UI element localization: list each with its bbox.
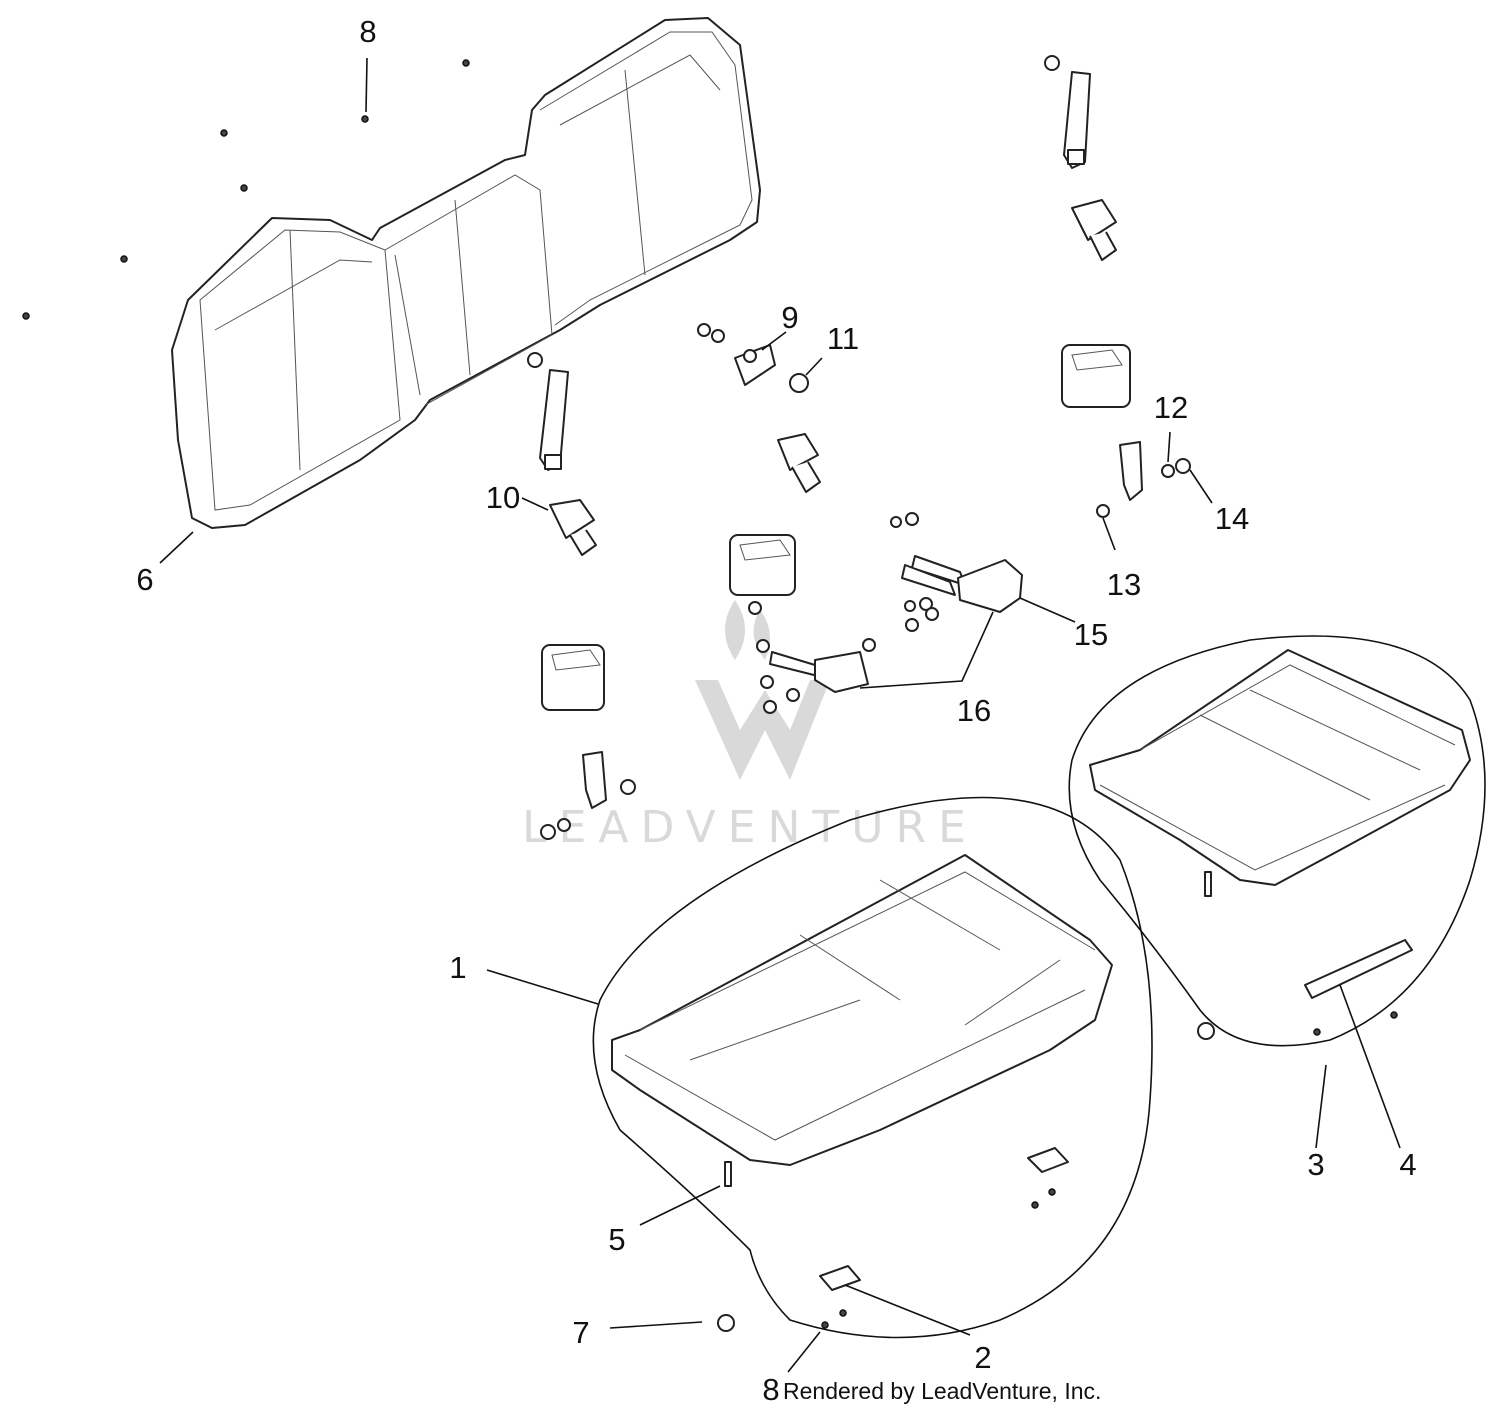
- seatbelt-retractor-right: [1044, 55, 1091, 169]
- callout-9: 9: [781, 300, 798, 335]
- screw-set-top: [22, 59, 470, 320]
- watermark-text: LEADVENTURE: [522, 802, 978, 853]
- callout-8-top: 8: [359, 14, 376, 49]
- callout-3: 3: [1307, 1147, 1324, 1182]
- callout-5: 5: [608, 1222, 625, 1257]
- retractor-housing-center: [729, 534, 796, 615]
- rear-cushion-group-outline: [1068, 635, 1486, 1047]
- callout-14: 14: [1215, 501, 1249, 536]
- rear-seat-screw-2: [1313, 1028, 1321, 1036]
- seatbelt-buckle-left: [549, 499, 597, 556]
- single-buckle-assembly: [756, 638, 876, 714]
- front-seat-screw-2: [1031, 1201, 1039, 1209]
- seat-backrest: [171, 17, 761, 529]
- front-seat-screw-4: [821, 1321, 829, 1329]
- rear-seat-pin: [1204, 871, 1212, 897]
- retractor-housing-right: [1061, 344, 1131, 408]
- leader-lines: [159, 57, 1401, 1373]
- callout-10: 10: [486, 480, 520, 515]
- front-seat-screw-1: [1048, 1188, 1056, 1196]
- retractor-housing-left: [541, 644, 605, 711]
- render-credit: Rendered by LeadVenture, Inc.: [783, 1378, 1102, 1404]
- callout-7: 7: [572, 1315, 589, 1350]
- watermark-logo: [695, 600, 830, 780]
- callout-13: 13: [1107, 567, 1141, 602]
- bracket-left-lower: [540, 751, 636, 840]
- seatbelt-buckle-center: [777, 433, 821, 493]
- rear-seat-cushion: [1089, 649, 1471, 886]
- callout-4: 4: [1399, 1147, 1416, 1182]
- callout-12: 12: [1154, 390, 1188, 425]
- dual-buckle-assembly: [890, 512, 1023, 632]
- rear-seat-nut: [1197, 1022, 1215, 1040]
- front-seat-cushion: [611, 854, 1113, 1166]
- rear-seat-screw-1: [1390, 1011, 1398, 1019]
- front-seat-nut: [717, 1314, 735, 1332]
- anchor-plate-center: [697, 323, 776, 386]
- front-seat-pin: [724, 1161, 732, 1187]
- callout-15: 15: [1074, 617, 1108, 652]
- front-seat-clip-left: [819, 1265, 861, 1291]
- callout-2: 2: [974, 1340, 991, 1375]
- callout-16: 16: [957, 693, 991, 728]
- front-seat-screw-3: [839, 1309, 847, 1317]
- front-seat-clip-right: [1027, 1147, 1069, 1173]
- callout-8-bottom: 8: [762, 1372, 779, 1407]
- callout-11: 11: [827, 321, 859, 356]
- bracket-right: [1096, 441, 1191, 518]
- callout-1: 1: [449, 950, 466, 985]
- seatbelt-buckle-right: [1071, 199, 1117, 261]
- seatbelt-retractor-left: [527, 352, 569, 471]
- front-cushion-group-outline: [592, 796, 1153, 1339]
- cap-center: [789, 373, 809, 393]
- callout-6: 6: [136, 562, 153, 597]
- rear-seat-bracket: [1304, 939, 1413, 999]
